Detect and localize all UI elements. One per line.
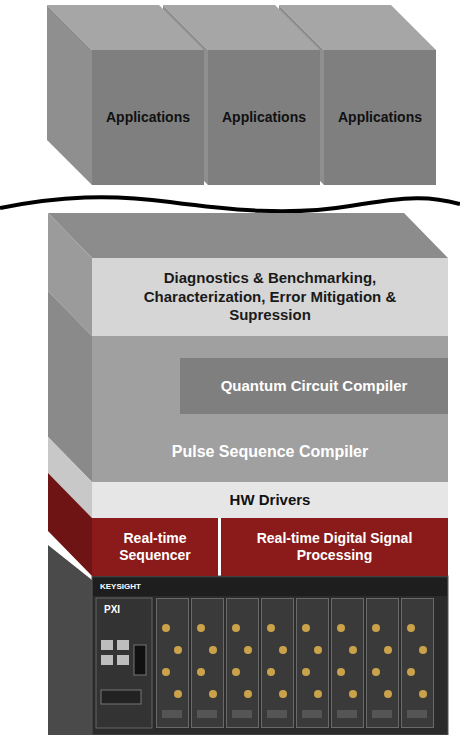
ethernet-port bbox=[117, 640, 129, 650]
pulse-compiler-layer: Pulse Sequence Compiler Quantum Circuit C… bbox=[92, 336, 448, 482]
layer-label: Quantum Circuit Compiler bbox=[221, 377, 408, 396]
brand-label: KEYSIGHT bbox=[100, 582, 141, 591]
ethernet-port bbox=[117, 655, 129, 665]
cube-side bbox=[47, 5, 92, 185]
diagnostics-layer: Diagnostics & Benchmarking, Characteriza… bbox=[92, 258, 448, 336]
layer-label: Applications bbox=[338, 109, 422, 127]
stack-side bbox=[48, 473, 92, 576]
circuit-compiler-box: Quantum Circuit Compiler bbox=[180, 358, 448, 414]
ethernet-port bbox=[101, 655, 113, 665]
display-port bbox=[134, 645, 146, 675]
controller-module bbox=[96, 598, 152, 728]
serial-port bbox=[101, 690, 141, 704]
chassis-side bbox=[48, 545, 92, 735]
chassis-rail bbox=[93, 578, 447, 596]
sequencer-box: Real-time Sequencer bbox=[92, 518, 218, 576]
layer-label: Pulse Sequence Compiler bbox=[172, 442, 369, 462]
dsp-box: Real-time Digital Signal Processing bbox=[221, 518, 448, 576]
chassis-front bbox=[92, 576, 448, 735]
layer-label: Diagnostics & Benchmarking, Characteriza… bbox=[120, 269, 420, 325]
application-cube: Applications bbox=[324, 50, 436, 185]
application-cube: Applications bbox=[208, 50, 320, 185]
layer-label: Applications bbox=[106, 109, 190, 127]
layer-label: Real-time Digital Signal Processing bbox=[235, 530, 435, 565]
instrument-modules bbox=[156, 598, 436, 728]
layer-label: Real-time Sequencer bbox=[98, 530, 212, 565]
layer-label: HW Drivers bbox=[230, 491, 311, 510]
application-cube: Applications bbox=[92, 50, 204, 185]
driver-layer: HW Drivers bbox=[92, 482, 448, 518]
bus-label: PXI bbox=[104, 604, 120, 615]
ethernet-port bbox=[101, 640, 113, 650]
stack-top bbox=[48, 213, 448, 258]
layer-label: Applications bbox=[222, 109, 306, 127]
break-line bbox=[0, 197, 460, 211]
